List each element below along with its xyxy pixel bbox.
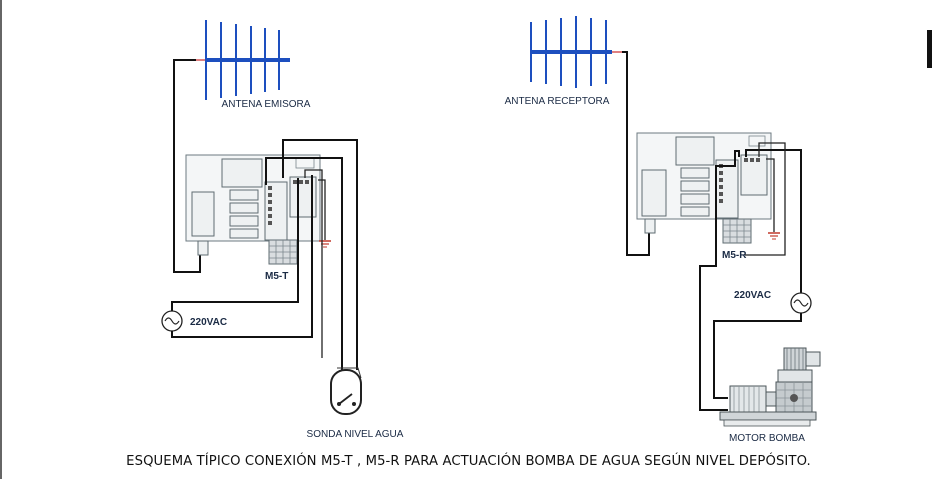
power-source-right bbox=[790, 292, 812, 314]
module-m5r bbox=[636, 132, 772, 234]
relay-motor-wire-b bbox=[745, 142, 786, 256]
module-m5t-label: M5-T bbox=[265, 271, 288, 282]
connector-m5t bbox=[268, 239, 298, 265]
antenna-receiver-label: ANTENA RECEPTORA bbox=[505, 96, 610, 107]
antenna-emitter bbox=[196, 20, 290, 100]
ground-symbol-rx bbox=[766, 158, 780, 240]
frame-right-mark bbox=[927, 30, 932, 68]
module-m5t bbox=[185, 154, 321, 256]
power-tx-wire-a bbox=[171, 178, 299, 311]
water-level-sensor bbox=[330, 367, 362, 415]
power-tx-wire-b bbox=[171, 175, 313, 338]
relay-motor-wire-a bbox=[699, 150, 740, 411]
antenna-emitter-label: ANTENA EMISORA bbox=[222, 99, 311, 110]
sensor-label: SONDA NIVEL AGUA bbox=[307, 429, 404, 440]
antenna-rx-cable bbox=[622, 51, 650, 256]
sensor-wire-a bbox=[265, 157, 343, 370]
module-m5r-label: M5-R bbox=[722, 250, 747, 261]
antenna-tx-cable bbox=[173, 59, 201, 273]
motor-label: MOTOR BOMBA bbox=[729, 433, 805, 444]
motor-pump bbox=[719, 347, 821, 427]
sensor-wire-c bbox=[304, 169, 323, 358]
power-rx-wire-a bbox=[745, 149, 802, 293]
power-rx-wire-b bbox=[713, 313, 802, 399]
power-right-label: 220VAC bbox=[734, 290, 771, 301]
sensor-wire-b bbox=[282, 139, 358, 370]
power-left-label: 220VAC bbox=[190, 317, 227, 328]
connector-m5r bbox=[722, 218, 752, 244]
diagram-caption: ESQUEMA TÍPICO CONEXIÓN M5-T , M5-R PARA… bbox=[126, 454, 811, 469]
antenna-receiver bbox=[530, 16, 622, 88]
power-source-left bbox=[161, 310, 183, 332]
